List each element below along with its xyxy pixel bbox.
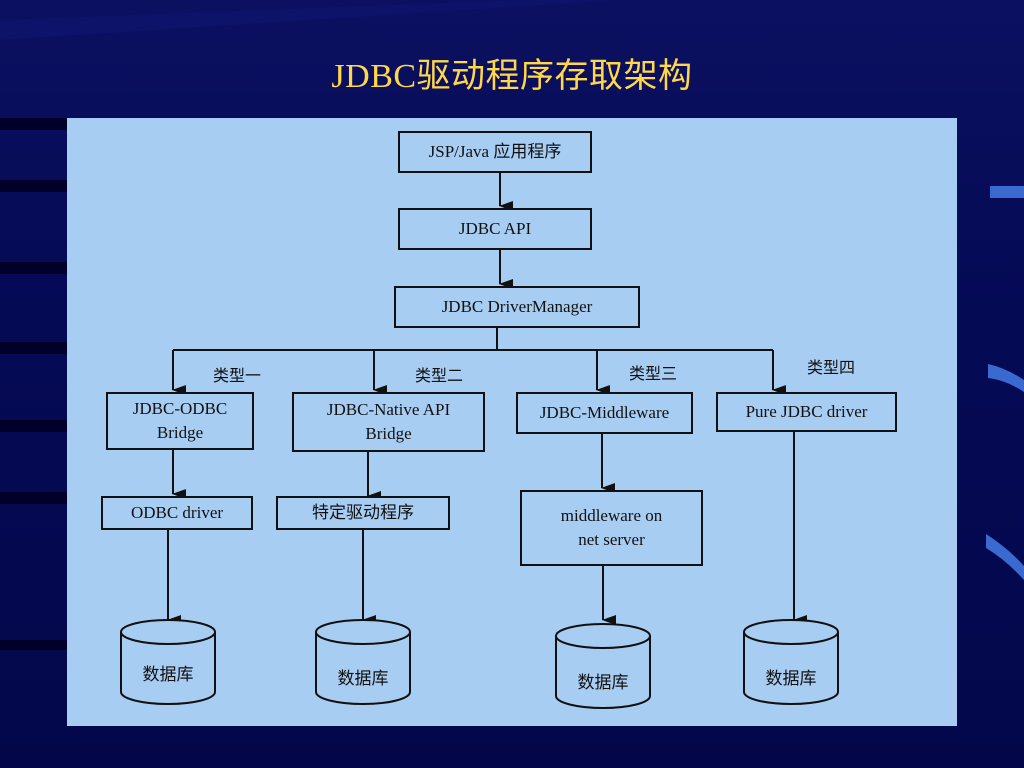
- pure-jdbc-driver-box: Pure JDBC driver: [716, 392, 897, 432]
- jdbc-api-box: JDBC API: [398, 208, 592, 250]
- connector-lines: [120, 173, 839, 709]
- jdbc-middleware-box: JDBC-Middleware: [516, 392, 693, 434]
- slide-title: JDBC驱动程序存取架构: [331, 58, 693, 95]
- database-cylinder-1: [120, 632, 216, 705]
- database-cylinders: [120, 619, 839, 709]
- type-label-4: 类型四: [807, 358, 856, 377]
- database-label-3: 数据库: [577, 673, 629, 693]
- database-cylinder-2: [315, 632, 411, 705]
- type-label-2: 类型二: [415, 366, 464, 385]
- database-label-2: 数据库: [337, 669, 389, 689]
- app-box: JSP/Java 应用程序: [398, 131, 592, 173]
- jdbc-native-api-bridge-box: JDBC-Native API Bridge: [292, 392, 485, 452]
- database-cylinder-3: [555, 636, 651, 709]
- middleware-server-box: middleware on net server: [520, 490, 703, 566]
- database-label-1: 数据库: [142, 665, 194, 685]
- database-cylinder-4: [743, 632, 839, 705]
- odbc-driver-box: ODBC driver: [101, 496, 253, 530]
- jdbc-odbc-bridge-box: JDBC-ODBC Bridge: [106, 392, 254, 450]
- driver-manager-box: JDBC DriverManager: [394, 286, 640, 328]
- database-label-4: 数据库: [765, 669, 817, 689]
- specific-driver-box: 特定驱动程序: [276, 496, 450, 530]
- diagram-panel: JSP/Java 应用程序 JDBC API JDBC DriverManage…: [67, 118, 957, 726]
- type-label-1: 类型一: [213, 366, 262, 385]
- type-label-3: 类型三: [629, 364, 678, 383]
